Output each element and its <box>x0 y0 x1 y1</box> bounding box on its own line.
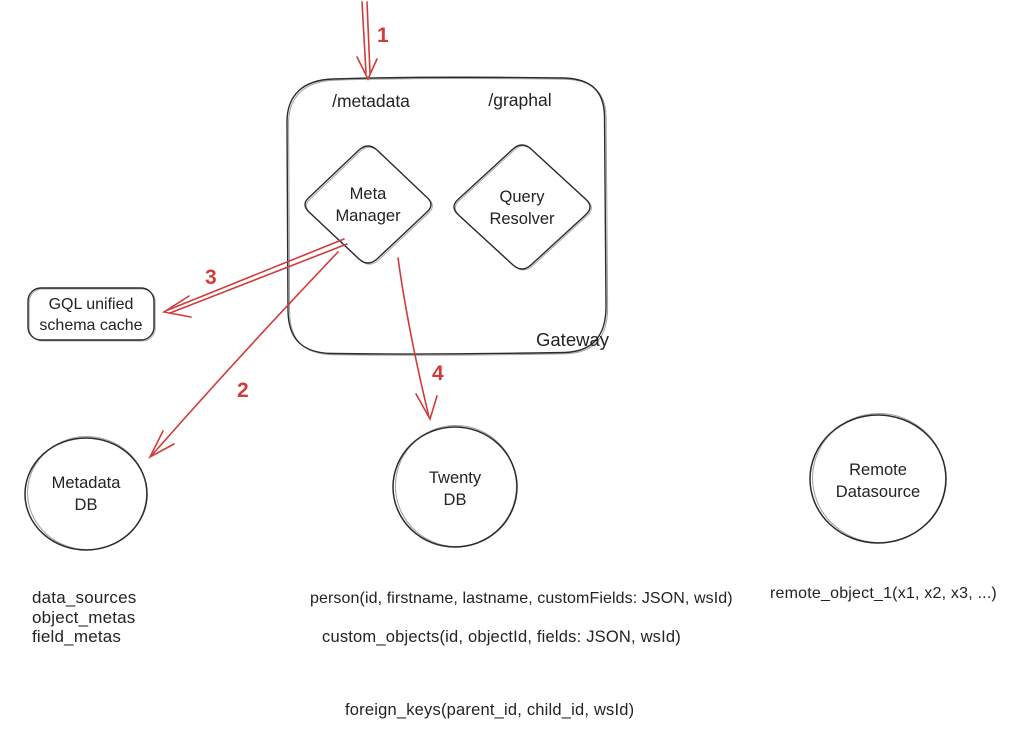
arrow-1-request <box>356 1 378 81</box>
twenty-db-label: Twenty DB <box>428 469 482 509</box>
route-graphql-label: /graphal <box>488 90 552 110</box>
arrow-4-to-twenty-db <box>397 257 438 422</box>
gateway-label: Gateway <box>536 329 610 350</box>
arrow-2-to-metadata-db <box>148 251 339 459</box>
metadata-db-label: Metadata DB <box>51 474 121 514</box>
arrow-4-label: 4 <box>432 362 444 385</box>
arrow-3-to-cache <box>161 238 348 318</box>
person-schema: person(id, firstname, lastname, customFi… <box>310 590 733 607</box>
metadata-db-tables: data_sources object_metas field_metas <box>32 588 137 646</box>
remote-datasource-circle <box>809 413 947 544</box>
schema-cache-label: GQL unified schema cache <box>39 296 143 334</box>
schema-cache-box <box>27 287 156 342</box>
arrow-3-label: 3 <box>205 266 217 289</box>
metadata-db-circle <box>24 436 148 551</box>
query-resolver-label: Query Resolver <box>489 188 555 228</box>
remote-datasource-label: Remote Datasource <box>835 461 921 501</box>
arrow-1-label: 1 <box>377 24 389 47</box>
custom-objects-schema: custom_objects(id, objectId, fields: JSO… <box>322 628 681 646</box>
query-resolver-diamond <box>453 144 592 271</box>
foreign-keys-schema: foreign_keys(parent_id, child_id, wsId) <box>345 701 635 719</box>
meta-manager-label: Meta Manager <box>335 185 401 225</box>
arrow-2-label: 2 <box>237 379 249 402</box>
twenty-db-circle <box>392 424 518 548</box>
remote-object-schema: remote_object_1(x1, x2, x3, ...) <box>770 585 997 602</box>
meta-manager-diamond <box>304 145 433 265</box>
gateway-box <box>286 76 609 356</box>
route-metadata-label: /metadata <box>332 91 410 111</box>
